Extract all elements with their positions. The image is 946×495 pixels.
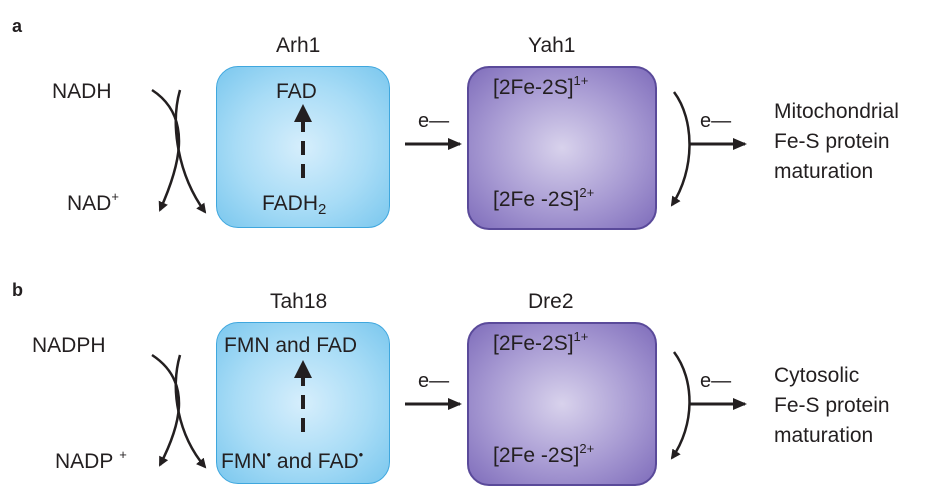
electron-out-label-b: e— — [700, 370, 732, 392]
cluster-charge: 1+ — [573, 329, 589, 344]
nadh-curve-arrow — [151, 88, 181, 212]
nadph-curve-arrow-2 — [174, 354, 207, 469]
fad-text: and FAD — [271, 450, 359, 473]
nad-plus-label: NAD+ — [67, 189, 119, 216]
electron-out-label-a: e— — [700, 110, 732, 132]
electron-label-b: e— — [418, 370, 450, 392]
nadph-label: NADPH — [32, 334, 106, 357]
cluster-charge: 2+ — [579, 185, 595, 200]
yah1-box — [467, 66, 657, 230]
outcome-b-line1: Cytosolic — [774, 364, 860, 387]
cluster-charge: 1+ — [573, 73, 589, 88]
fmn-fad-label: FMN and FAD — [224, 334, 358, 357]
outcome-a-line1: Mitochondrial — [774, 100, 899, 123]
nadh-label: NADH — [52, 80, 112, 103]
yah1-curve-arrow — [670, 91, 691, 207]
cluster-text: [2Fe -2S] — [493, 188, 580, 211]
arh1-label: Arh1 — [276, 34, 321, 57]
dre2-curve-arrow — [670, 351, 691, 460]
outcome-a-line2: Fe-S protein — [774, 130, 890, 153]
dre2-top-cluster: [2Fe-2S]1+ — [493, 329, 589, 356]
nadph-curve-arrow — [151, 353, 181, 467]
radical-dot: • — [358, 447, 364, 462]
cluster-charge: 2+ — [579, 441, 595, 456]
fadh-text: FADH — [262, 192, 319, 215]
tah18-label: Tah18 — [270, 290, 328, 313]
nad-text: NAD — [67, 192, 112, 215]
outcome-a-line3: maturation — [774, 160, 874, 183]
cluster-text: [2Fe-2S] — [493, 332, 574, 355]
yah1-label: Yah1 — [528, 34, 576, 57]
outcome-b-line2: Fe-S protein — [774, 394, 890, 417]
radical-dot: • — [266, 447, 272, 462]
outcome-b-line3: maturation — [774, 424, 874, 447]
nadp-plus-label: NADP + — [55, 447, 127, 474]
nadp-text: NADP — [55, 450, 114, 473]
fadh2-label: FADH2 — [262, 192, 327, 218]
cluster-text: [2Fe -2S] — [493, 444, 580, 467]
nadh-curve-arrow-2 — [174, 89, 207, 214]
yah1-top-cluster: [2Fe-2S]1+ — [493, 73, 589, 100]
dre2-box — [467, 322, 657, 486]
nad-charge: + — [111, 189, 119, 204]
fmn-fad-radical-label: FMN• and FAD• — [221, 447, 364, 474]
fmn-text: FMN — [221, 450, 267, 473]
electron-label-a: e— — [418, 110, 450, 132]
dre2-bottom-cluster: [2Fe -2S]2+ — [493, 441, 595, 468]
dre2-label: Dre2 — [528, 290, 574, 313]
panel-b-letter: b — [12, 280, 23, 300]
yah1-bottom-cluster: [2Fe -2S]2+ — [493, 185, 595, 212]
panel-a-letter: a — [12, 16, 23, 36]
cluster-text: [2Fe-2S] — [493, 76, 574, 99]
nadp-charge: + — [119, 447, 127, 462]
fadh-subscript: 2 — [318, 201, 327, 218]
fad-label: FAD — [276, 80, 317, 103]
